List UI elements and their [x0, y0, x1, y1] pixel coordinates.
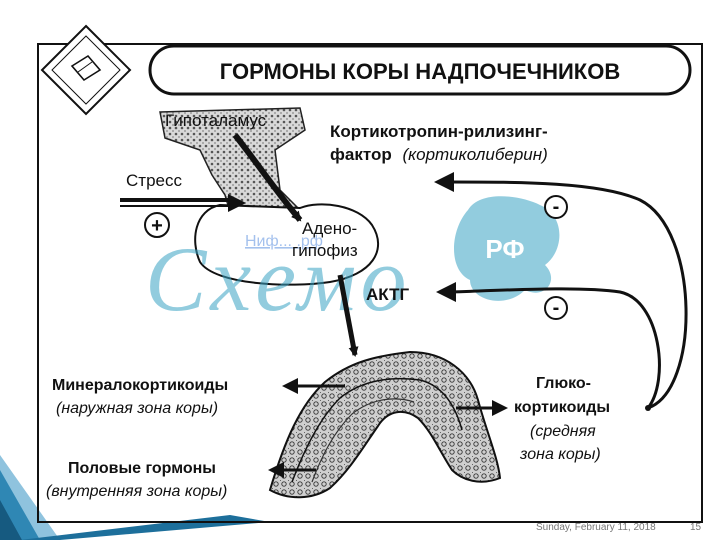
watermark: Схемо РФ Ниф... .рф — [145, 196, 560, 330]
title-banner: ГОРМОНЫ КОРЫ НАДПОЧЕЧНИКОВ — [148, 44, 692, 96]
feedback-loops — [434, 172, 688, 411]
page-title: ГОРМОНЫ КОРЫ НАДПОЧЕЧНИКОВ — [220, 59, 620, 84]
footer-date: Sunday, February 11, 2018 — [536, 522, 656, 533]
stress-arrow — [120, 194, 246, 212]
glucocorticoids-zone-line1: (средняя — [530, 423, 596, 440]
glucocorticoids-zone-line2: зона коры) — [519, 446, 601, 463]
svg-text:-: - — [553, 196, 560, 218]
watermark-link: Ниф... .рф — [245, 233, 323, 250]
adrenal-gland-illustration — [268, 350, 502, 499]
hypothalamus-pituitary-shape — [159, 107, 380, 286]
footer-page-number: 15 — [690, 522, 702, 533]
book-icon — [40, 24, 132, 116]
crf-label-line2: фактор (кортиколиберин) — [330, 145, 548, 164]
mineralocorticoids-label: Минералокортикоиды — [52, 377, 228, 394]
svg-text:РФ: РФ — [485, 234, 524, 264]
mineralocorticoids-zone: (наружная зона коры) — [56, 400, 218, 417]
watermark-badge: РФ — [454, 196, 560, 301]
stress-label: Стресс — [126, 171, 182, 190]
diagram-frame — [37, 43, 703, 523]
mineralocorticoid-arrow — [282, 378, 345, 394]
acth-arrow — [337, 274, 359, 357]
hypothalamus-label: Гипоталамус — [165, 111, 267, 130]
minus-sign-top-icon: - — [544, 195, 568, 219]
crf-label-line1: Кортикотропин-рилизинг- — [330, 122, 548, 141]
crf-factor: фактор — [330, 145, 392, 164]
plus-sign-icon: + — [144, 212, 170, 238]
glucocorticoids-label-line2: кортикоиды — [514, 399, 610, 416]
svg-text:+: + — [151, 215, 163, 237]
sex-hormone-arrow — [268, 462, 316, 478]
glucocorticoid-arrow — [456, 400, 508, 416]
minus-sign-bottom-icon: - — [544, 296, 568, 320]
crf-corticoliberin: (кортиколиберин) — [402, 145, 547, 164]
adenohypophysis-label-line2: гипофиз — [292, 241, 358, 260]
watermark-text: Схемо — [145, 228, 410, 330]
glucocorticoids-label-line1: Глюко- — [536, 375, 591, 392]
sex-hormones-label: Половые гормоны — [68, 460, 216, 477]
acth-label: АКТГ — [366, 285, 409, 304]
adenohypophysis-label-line1: Адено- — [302, 219, 357, 238]
svg-text:-: - — [553, 297, 560, 319]
sex-hormones-zone: (внутренняя зона коры) — [46, 483, 227, 500]
